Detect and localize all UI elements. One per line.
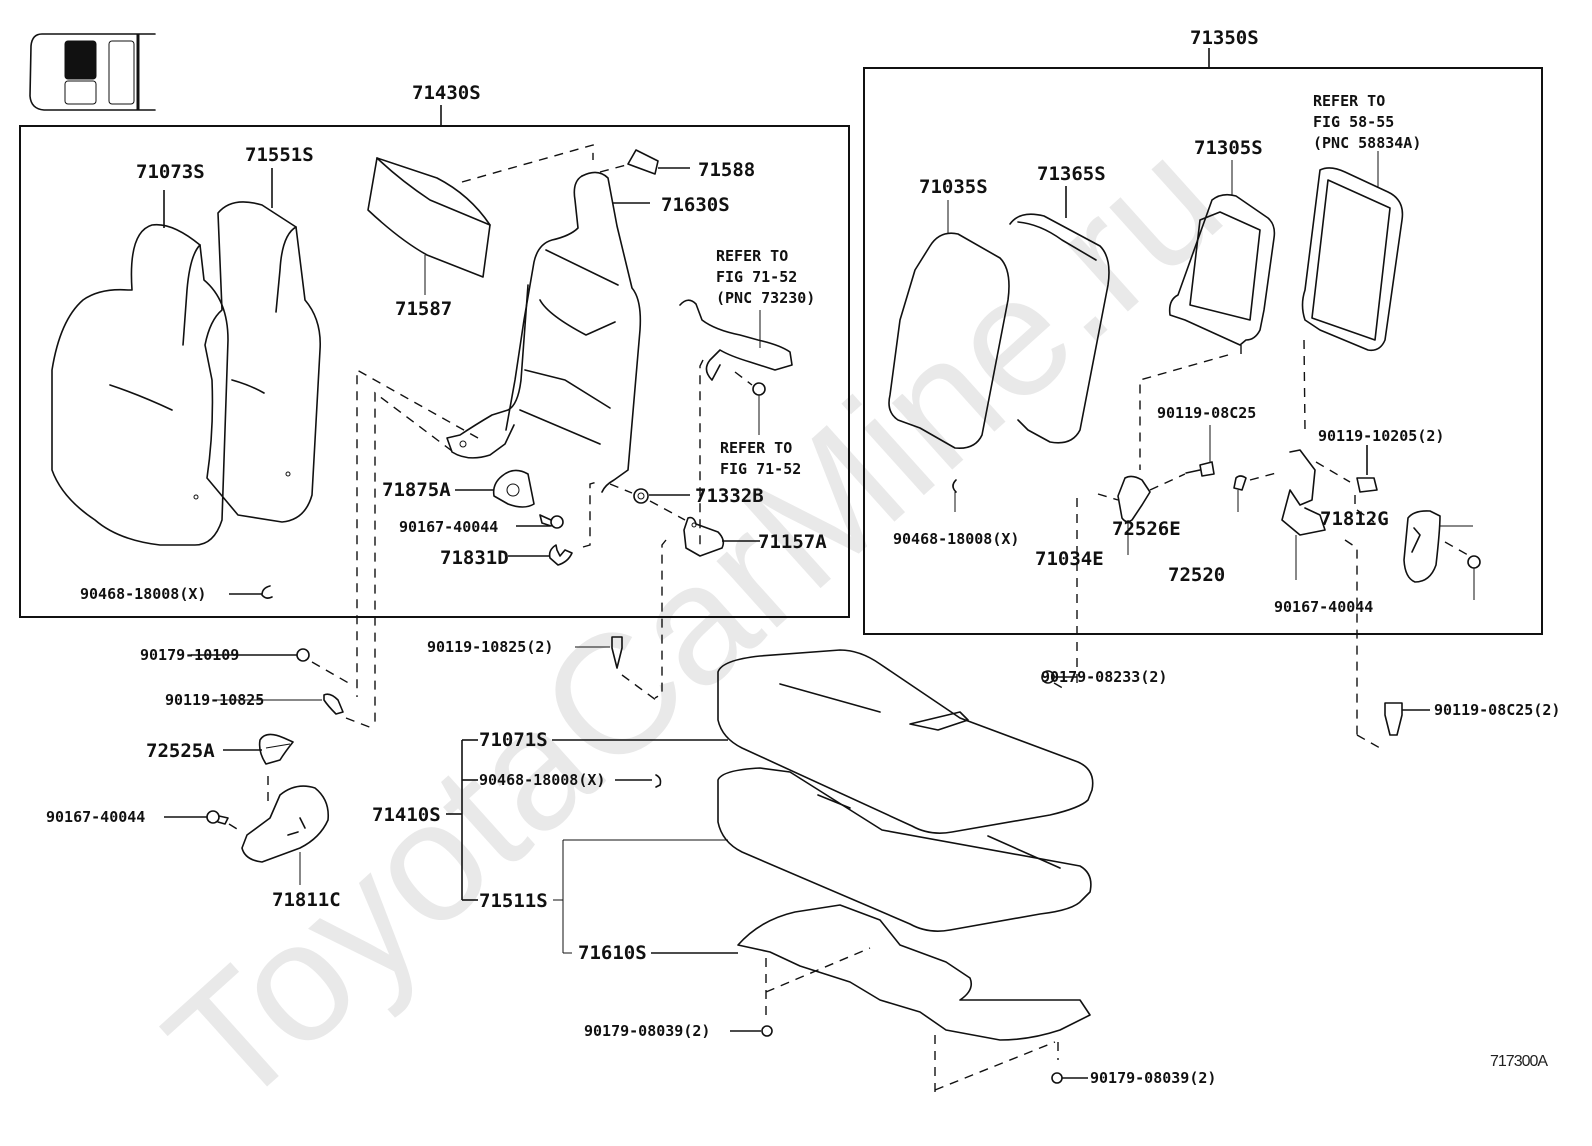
vehicle-seat-locator-icon <box>29 33 156 111</box>
label-90119-10825[interactable]: 90119-10825 <box>165 691 265 709</box>
bracket-72520 <box>1281 449 1358 735</box>
label-71811C[interactable]: 71811C <box>272 889 341 911</box>
bolt-90167-40044 <box>516 514 564 529</box>
label-71831D[interactable]: 71831D <box>440 547 509 569</box>
label-72520[interactable]: 72520 <box>1168 564 1226 586</box>
nut-90179-08233-2 <box>1041 670 1077 691</box>
label-71610S[interactable]: 71610S <box>578 942 647 964</box>
label-90167-40044-lower[interactable]: 90167-40044 <box>46 808 146 826</box>
clip-71831D <box>508 480 601 566</box>
label-90179-08039-a[interactable]: 90179-08039(2) <box>584 1022 711 1040</box>
assembly-bracket-71410S <box>446 739 738 954</box>
seat-undercover-71610S <box>737 904 1091 1092</box>
label-71430S[interactable]: 71430S <box>412 82 481 104</box>
label-90119-08C25-2[interactable]: 90119-08C25(2) <box>1434 701 1561 719</box>
label-71035S[interactable]: 71035S <box>919 176 988 198</box>
recliner-cover-71811C <box>241 785 330 885</box>
bolt-90119-10205-2 <box>1315 445 1378 523</box>
nut-90179-08039-a <box>730 1025 773 1037</box>
recliner-cover-71875A <box>455 469 535 508</box>
nut-90179-08039-b <box>1051 1072 1088 1084</box>
clip-90468-18008-left <box>229 585 273 599</box>
label-71812G[interactable]: 71812G <box>1320 508 1389 530</box>
label-71511S[interactable]: 71511S <box>479 890 548 912</box>
bolt-90119-10825 <box>213 693 373 729</box>
label-90468-18008-right[interactable]: 90468-18008(X) <box>893 530 1020 548</box>
seatback-board-ref <box>1301 151 1404 431</box>
seat-cushion-frame-71511S <box>717 767 1092 932</box>
note-refer-fig-71-52: REFER TO FIG 71-52 <box>720 439 802 478</box>
figure-id: 717300A <box>1490 1053 1548 1070</box>
pad-72526E <box>1233 471 1281 512</box>
bolt-90119-08C25-2 <box>1356 702 1430 749</box>
label-90179-08233-2[interactable]: 90179-08233(2) <box>1041 668 1168 686</box>
label-90468-18008-cushion[interactable]: 90468-18008(X) <box>479 771 606 789</box>
seatback-frame-71630S <box>446 171 650 493</box>
tag-71588 <box>599 149 690 175</box>
label-71157A[interactable]: 71157A <box>758 531 827 553</box>
label-71588[interactable]: 71588 <box>698 159 756 181</box>
label-71365S[interactable]: 71365S <box>1037 163 1106 185</box>
label-90167-40044[interactable]: 90167-40044 <box>399 518 499 536</box>
seatback-cover-71035S <box>888 200 1010 450</box>
clip-72525A <box>223 733 294 805</box>
bolt-90167-40044-right <box>1444 541 1481 600</box>
label-90119-10825-2[interactable]: 90119-10825(2) <box>427 638 554 656</box>
bracket-71157A <box>654 516 760 699</box>
label-90119-10205-2[interactable]: 90119-10205(2) <box>1318 427 1445 445</box>
parts-diagram <box>19 33 1543 1092</box>
note-refer-fig-71-52-pnc-73230: REFER TO FIG 71-52 (PNC 73230) <box>716 247 816 307</box>
seat-cushion-71071S <box>717 649 1094 834</box>
label-90179-08039-b[interactable]: 90179-08039(2) <box>1090 1069 1217 1087</box>
group-box-71430S <box>19 125 850 618</box>
label-90468-18008-left[interactable]: 90468-18008(X) <box>80 585 207 603</box>
bolt-90167-40044-lower <box>164 810 243 833</box>
group-box-71350S <box>863 67 1543 635</box>
label-90179-10109[interactable]: 90179-10109 <box>140 646 240 664</box>
label-72526E[interactable]: 72526E <box>1112 518 1181 540</box>
seatbelt-buckle <box>679 299 793 550</box>
bolt-90119-10825-2 <box>575 636 661 704</box>
bracket-71034E <box>1076 475 1151 688</box>
label-71587[interactable]: 71587 <box>395 298 453 320</box>
label-71305S[interactable]: 71305S <box>1194 137 1263 159</box>
label-71630S[interactable]: 71630S <box>661 194 730 216</box>
label-71551S[interactable]: 71551S <box>245 144 314 166</box>
pad-71587 <box>367 144 594 295</box>
label-71332B[interactable]: 71332B <box>695 485 764 507</box>
label-71071S[interactable]: 71071S <box>479 729 548 751</box>
nut-90179-10109 <box>191 648 353 686</box>
label-90167-40044-right[interactable]: 90167-40044 <box>1274 598 1374 616</box>
seatback-cover-71073S <box>51 190 229 546</box>
seatback-frame-71305S <box>1139 160 1276 470</box>
label-72525A[interactable]: 72525A <box>146 740 215 762</box>
cover-71812G <box>1403 510 1473 583</box>
label-71875A[interactable]: 71875A <box>382 479 451 501</box>
note-refer-fig-58-55-pnc-58834a: REFER TO FIG 58-55 (PNC 58834A) <box>1313 92 1422 152</box>
bolt-90119-08C25 <box>1149 425 1215 491</box>
label-71350S[interactable]: 71350S <box>1190 27 1259 49</box>
label-71410S[interactable]: 71410S <box>372 804 441 826</box>
seatback-pad-71551S <box>193 168 322 523</box>
clip-90468-18008-right <box>952 479 957 512</box>
nut-71332B <box>609 483 690 521</box>
seatback-pad-71365S <box>1009 186 1110 444</box>
label-71034E[interactable]: 71034E <box>1035 548 1104 570</box>
label-90119-08C25[interactable]: 90119-08C25 <box>1157 404 1257 422</box>
label-71073S[interactable]: 71073S <box>136 161 205 183</box>
